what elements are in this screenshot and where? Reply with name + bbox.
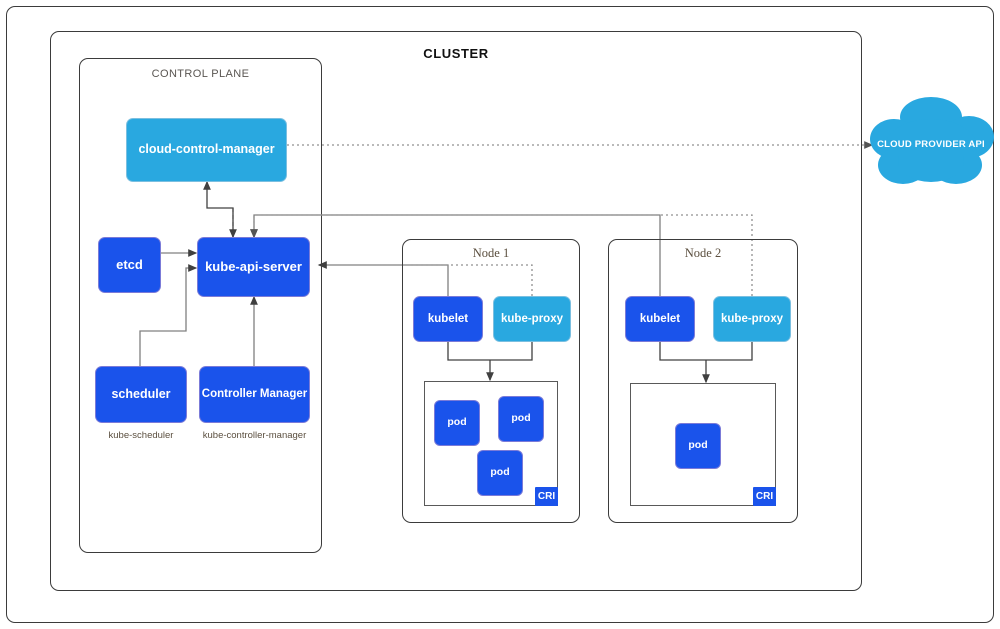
node-2-frame [608,239,798,523]
scheduler-sublabel: kube-scheduler [108,430,174,441]
component-controller-manager[interactable]: Controller Manager [199,366,310,423]
node-1-pod-2[interactable]: pod [498,396,544,442]
component-cloud-control-manager[interactable]: cloud-control-manager [126,118,287,182]
node-1-pod-1[interactable]: pod [434,400,480,446]
control-plane-title: CONTROL PLANE [151,68,250,80]
node-2-title: Node 2 [684,246,722,260]
cluster-title: CLUSTER [423,46,489,61]
node-1-cri-container [424,381,558,506]
cloud-provider-api-label: CLOUD PROVIDER API [877,139,985,150]
controller-manager-sublabel: kube-controller-manager [202,430,307,441]
node-1-pod-3[interactable]: pod [477,450,523,496]
component-kube-api-server[interactable]: kube-api-server [197,237,310,297]
node-1-title: Node 1 [472,246,510,260]
node-1-kube-proxy[interactable]: kube-proxy [493,296,571,342]
cluster-frame [50,31,862,591]
cloud-icon [870,97,994,184]
node-1-cri-badge: CRI [535,487,558,506]
cloud-provider-api[interactable]: CLOUD PROVIDER API [868,95,994,195]
node-2-cri-badge: CRI [753,487,776,506]
control-plane-frame [79,58,322,553]
component-scheduler[interactable]: scheduler [95,366,187,423]
node-2-kube-proxy[interactable]: kube-proxy [713,296,791,342]
node-1-kubelet[interactable]: kubelet [413,296,483,342]
node-1-frame [402,239,580,523]
node-2-cri-container [630,383,776,506]
outer-frame [6,6,994,623]
node-2-pod-1[interactable]: pod [675,423,721,469]
node-2-kubelet[interactable]: kubelet [625,296,695,342]
component-etcd[interactable]: etcd [98,237,161,293]
